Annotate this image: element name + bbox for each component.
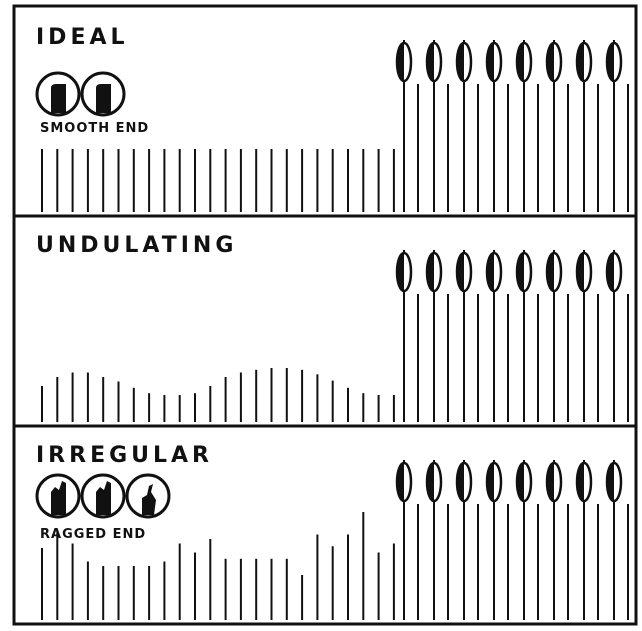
panel-caption: SMOOTH END (40, 121, 149, 136)
hair-bulb-icon (605, 41, 623, 83)
hair-bulb-icon (575, 41, 593, 83)
hair-bulb-icon (515, 251, 533, 293)
hair-bulb-icon (455, 41, 473, 83)
panel-title: UNDULATING (36, 233, 237, 258)
hair-bulb-icon (605, 461, 623, 503)
hair-shafts (41, 368, 395, 422)
panel-undulating: UNDULATING (36, 233, 629, 422)
hair-bulb-icon (455, 461, 473, 503)
outer-frame (12, 4, 638, 626)
hair-bulb-icon (425, 461, 443, 503)
panel-title: IRREGULAR (36, 443, 213, 468)
hair-shafts (41, 149, 395, 212)
hair-bulbs (395, 40, 629, 212)
smooth-end-icon (80, 71, 126, 117)
hair-bulb-icon (575, 251, 593, 293)
hair-bulbs (395, 460, 629, 620)
ragged-end-icon (35, 473, 81, 519)
smooth-end-icon (35, 71, 81, 117)
hair-bulbs (395, 250, 629, 422)
hair-bulb-icon (395, 251, 413, 293)
hair-bulb-icon (425, 41, 443, 83)
hair-bulb-icon (425, 251, 443, 293)
hair-bulb-icon (455, 251, 473, 293)
hair-bulb-icon (515, 41, 533, 83)
hair-bulb-icon (485, 461, 503, 503)
panel-irregular: IRREGULAR RAGGED END (35, 443, 629, 620)
ragged-end-icon (80, 473, 126, 519)
end-icons (35, 71, 126, 117)
hair-bulb-icon (515, 461, 533, 503)
hair-bulb-icon (545, 41, 563, 83)
panel-caption: RAGGED END (40, 527, 146, 542)
ragged-end-broken-icon (125, 473, 171, 519)
hair-bulb-icon (485, 251, 503, 293)
end-icons (35, 473, 171, 519)
hair-bulb-icon (545, 251, 563, 293)
hair-shafts (41, 512, 395, 620)
hair-bulb-icon (575, 461, 593, 503)
hair-bulb-icon (605, 251, 623, 293)
hair-bulb-icon (395, 41, 413, 83)
panel-title: IDEAL (36, 25, 129, 50)
hair-bulb-icon (485, 41, 503, 83)
hair-bulb-icon (545, 461, 563, 503)
hair-bulb-icon (395, 461, 413, 503)
panel-ideal: IDEAL SMOOTH END (35, 25, 629, 212)
